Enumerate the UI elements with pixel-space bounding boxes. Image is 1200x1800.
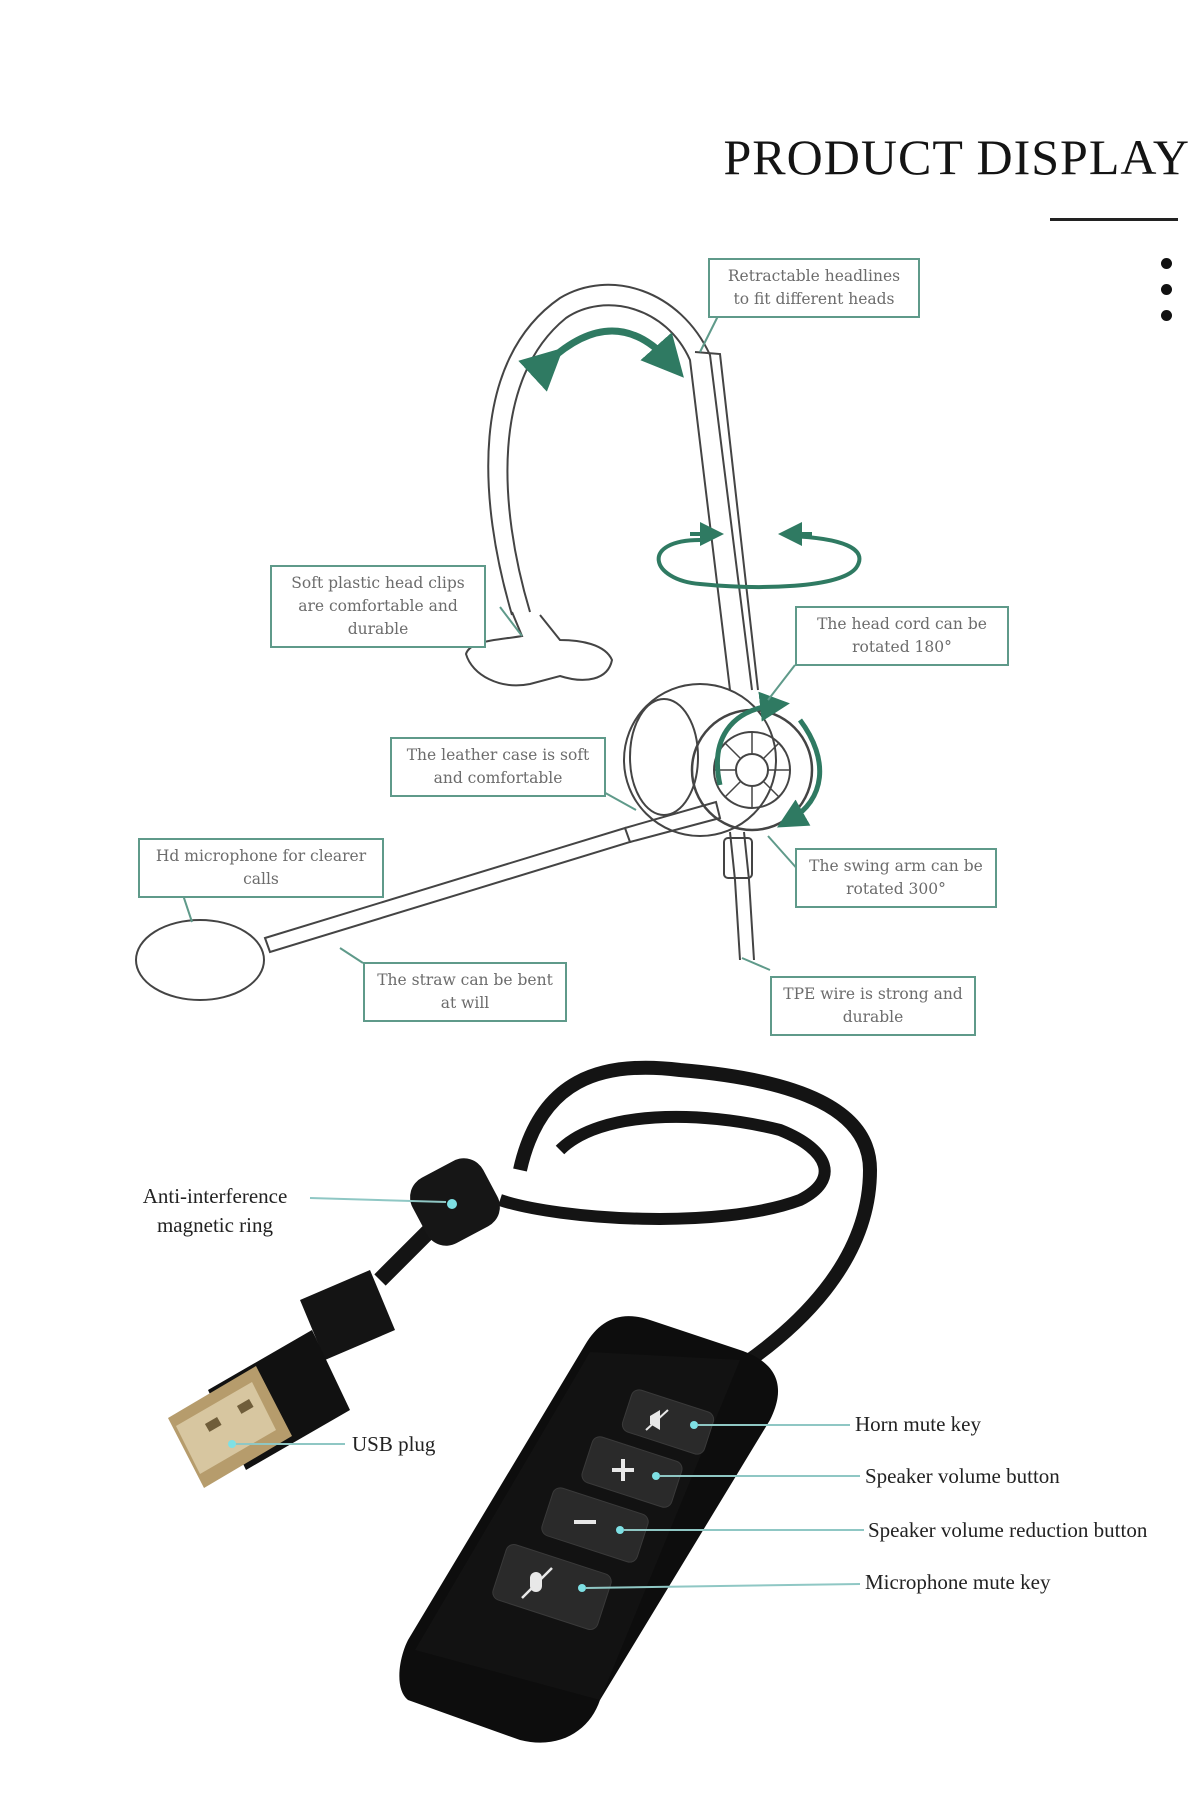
plus-icon xyxy=(612,1459,634,1481)
head-clip xyxy=(464,611,614,687)
callout-head-cord: The head cord can be rotated 180° xyxy=(795,606,1009,666)
label-usb-plug: USB plug xyxy=(352,1432,436,1456)
microphone-head xyxy=(135,919,265,1001)
label-magnetic-ring: Anti-interference magnetic ring xyxy=(142,1184,288,1237)
callout-head-clip: Soft plastic head clips are comfortable … xyxy=(270,565,486,648)
callout-straw: The straw can be bent at will xyxy=(363,962,567,1022)
microphone-mute-icon xyxy=(521,1567,553,1599)
speaker-mute-icon xyxy=(645,1409,669,1431)
label-horn-mute-key: Horn mute key xyxy=(855,1412,981,1436)
vertical-ellipsis-icon[interactable] xyxy=(1156,258,1176,328)
headset-drawing xyxy=(135,283,814,1001)
label-microphone-mute-key: Microphone mute key xyxy=(865,1570,1051,1594)
motion-arrows xyxy=(518,327,862,828)
ear-cushion xyxy=(623,683,777,837)
callout-leather-case: The leather case is soft and comfortable xyxy=(390,737,606,797)
controller-leaders xyxy=(236,1197,864,1589)
callout-swing-arm: The swing arm can be rotated 300° xyxy=(795,848,997,908)
magnetic-ring xyxy=(410,1158,500,1246)
page-title: PRODUCT DISPLAY xyxy=(723,129,1190,185)
usb-controller-photo xyxy=(168,1060,878,1743)
callout-headband: Retractable headlines to fit different h… xyxy=(708,258,920,318)
usb-plug xyxy=(168,1270,395,1488)
cable xyxy=(729,831,755,961)
speaker-grille xyxy=(714,732,790,808)
callout-microphone: Hd microphone for clearer calls xyxy=(138,838,384,898)
label-speaker-volume-reduction-button: Speaker volume reduction button xyxy=(868,1518,1148,1542)
callout-wire: TPE wire is strong and durable xyxy=(770,976,976,1036)
control-box xyxy=(399,1316,779,1743)
title-underline xyxy=(1050,218,1178,221)
callout-leaders xyxy=(177,315,801,971)
label-speaker-volume-button: Speaker volume button xyxy=(865,1464,1060,1488)
